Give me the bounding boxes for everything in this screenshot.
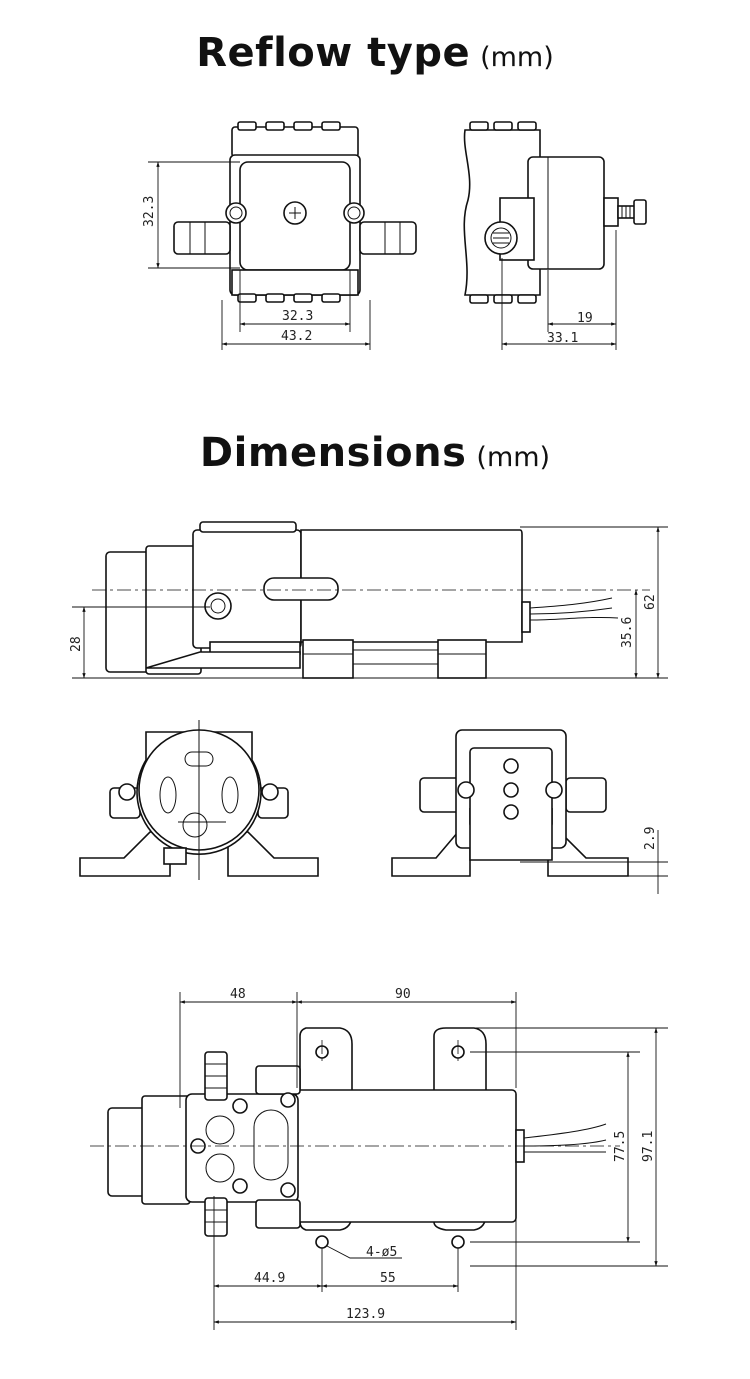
reflow-depth-label: 33.1 [547,331,578,346]
top-hole-spacing-width-label: 77.5 [613,1131,628,1162]
reflow-front-view [148,121,417,350]
top-total-length-label: 123.9 [346,1307,385,1322]
reflow-shaft-label: 19 [577,311,593,326]
reflow-height-label: 32.3 [142,196,157,227]
reflow-title: Reflow type (mm) [0,30,750,76]
top-front-offset-label: 44.9 [254,1271,285,1286]
reflow-side-view [463,121,647,350]
top-hole-spacing-length-label: 55 [380,1271,396,1286]
side-total-height-label: 62 [643,594,658,610]
top-hole-spec-label: 4-ø5 [366,1245,397,1260]
pump-side-view [72,521,668,679]
reflow-inner-width-label: 32.3 [282,309,313,324]
dimensions-title: Dimensions (mm) [0,430,750,476]
reflow-outer-width-label: 43.2 [281,329,312,344]
dimensions-title-text: Dimensions [199,430,467,476]
side-base-height-label: 28 [69,636,84,652]
motor-end-view [391,729,668,894]
side-outlet-height-label: 35.6 [620,617,635,648]
top-head-length-label: 48 [230,987,246,1002]
reflow-title-text: Reflow type [196,30,471,76]
top-motor-length-label: 90 [395,987,411,1002]
reflow-unit: (mm) [480,42,554,73]
dimensions-unit: (mm) [476,442,551,473]
pump-top-view [90,992,668,1330]
pump-head-end-view [79,720,319,880]
top-total-width-label: 97.1 [641,1131,656,1162]
end-offset-label: 2.9 [643,827,658,850]
